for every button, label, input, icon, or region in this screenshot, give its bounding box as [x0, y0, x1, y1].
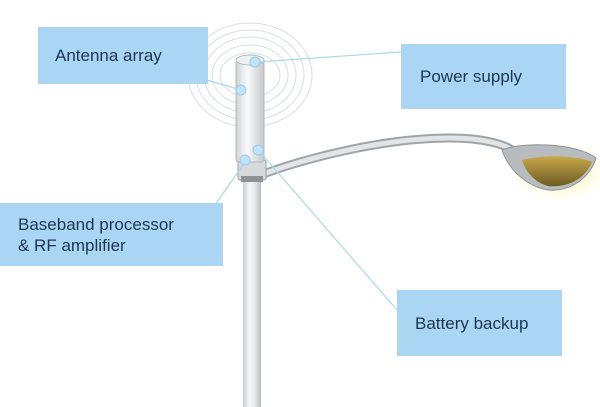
- label-antenna-array-text: Antenna array: [55, 46, 162, 65]
- pole: [243, 170, 261, 407]
- label-power-supply-text: Power supply: [420, 67, 523, 86]
- lamp-arm: [253, 133, 517, 181]
- lamp-head: [501, 142, 600, 202]
- label-antenna-array: Antenna array: [38, 27, 208, 84]
- marker-dot-battery: [252, 144, 264, 156]
- marker-dot-power: [249, 56, 261, 68]
- leader-lines: [199, 51, 402, 311]
- marker-dot-baseband: [239, 154, 251, 166]
- label-baseband-line1: Baseband processor: [18, 214, 174, 234]
- label-battery-backup-text: Battery backup: [415, 313, 529, 333]
- leader-line-baseband: [214, 161, 246, 206]
- label-battery-backup: Battery backup: [397, 290, 562, 356]
- label-power-supply: Power supply: [401, 44, 566, 109]
- label-baseband-processor: Baseband processor & RF amplifier: [0, 203, 223, 266]
- leader-line-battery: [259, 151, 398, 311]
- leader-line-power: [256, 51, 402, 63]
- marker-dots: [235, 56, 264, 166]
- label-baseband-line2: & RF amplifier: [18, 235, 126, 255]
- marker-dot-antenna: [235, 84, 247, 96]
